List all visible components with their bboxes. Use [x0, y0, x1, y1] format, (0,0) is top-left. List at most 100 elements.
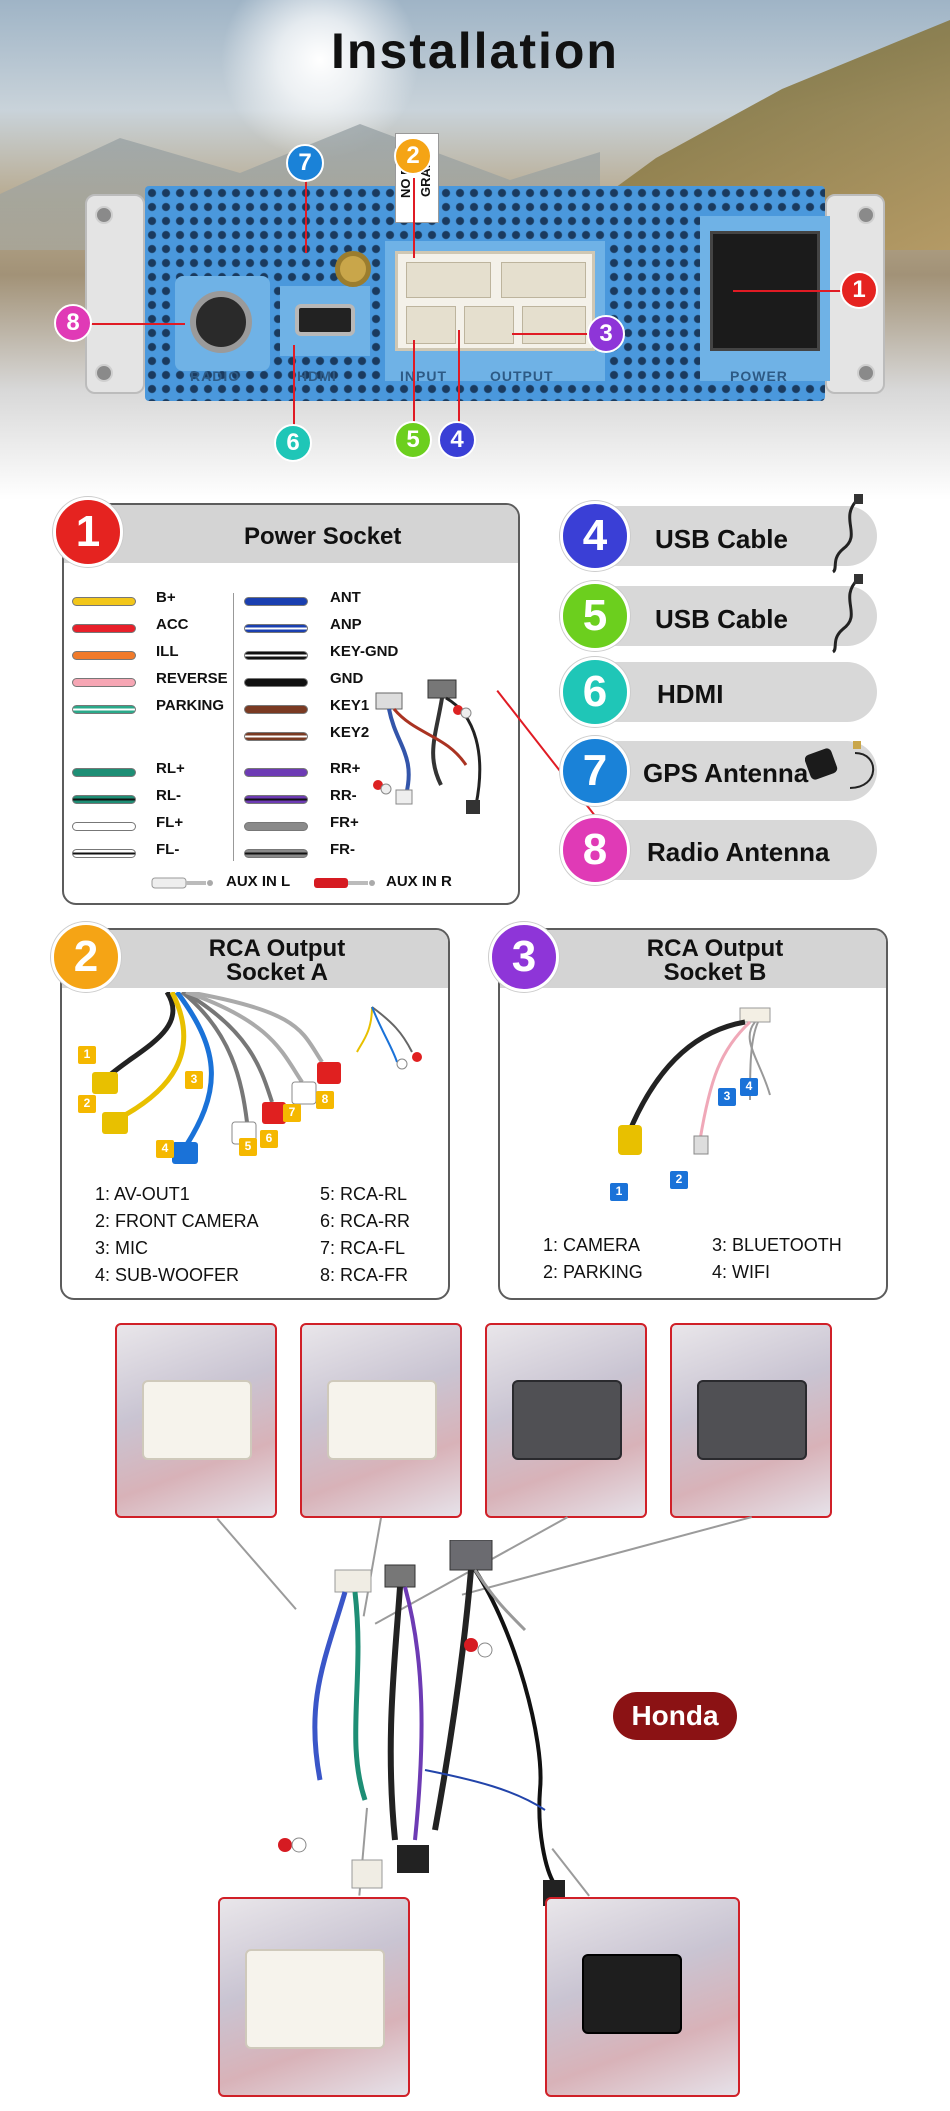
power-socket-badge: 1: [53, 497, 123, 567]
cable-label: HDMI: [657, 679, 724, 709]
wire-acc: [72, 624, 136, 633]
wire-label: KEY2: [330, 724, 370, 741]
wire-label: KEY-GND: [330, 643, 399, 660]
cable-label: GPS Antenna: [643, 758, 809, 788]
card-header: [64, 505, 518, 563]
screw-icon: [95, 364, 113, 382]
tag-label: 5: [239, 1138, 257, 1156]
tag-label: 2: [670, 1171, 688, 1189]
wire-label: RL+: [156, 760, 185, 777]
callout-line-1: [733, 290, 843, 292]
wire-label: ANT: [330, 589, 361, 606]
wire-fr-minus: [244, 849, 308, 858]
aux-in-l-label: AUX IN L: [226, 873, 291, 890]
hdmi-port: [295, 304, 355, 336]
legend-item: 7: RCA-FL: [320, 1238, 406, 1258]
wire-fl-minus: [72, 849, 136, 858]
wire-label: FR-: [330, 841, 355, 858]
rca-b-harness-illustration: [618, 1007, 771, 1155]
cable-item-gps: 7 GPS Antenna: [560, 736, 877, 806]
tag-label: 1: [610, 1183, 628, 1201]
cable-badge: 6: [560, 657, 630, 727]
wire-ant: [244, 597, 308, 606]
wire-label: ILL: [156, 643, 179, 660]
wire-rr-minus: [244, 795, 308, 804]
card-header: [62, 930, 448, 988]
callout-badge-6: 6: [274, 424, 312, 462]
wire-anp: [244, 624, 308, 633]
screw-icon: [857, 206, 875, 224]
tag-label: 8: [316, 1091, 334, 1109]
head-unit-rear-panel: RADIO HDMI INPUT OUTPUT POWER NO FR GRAN: [85, 133, 885, 408]
callout-badge-3: 3: [587, 315, 625, 353]
page-title: Installation: [331, 23, 619, 79]
callout-line-5: [413, 340, 415, 422]
brand-badge: Honda: [613, 1692, 737, 1740]
wire-fr-plus: [244, 822, 308, 831]
connector-photo-bottom-black: [545, 1897, 740, 2097]
wire-gnd: [244, 678, 308, 687]
rca-output-socket-a-card: RCA Output Socket A 1 2 3 4 5 6 7 8 1: A…: [60, 928, 450, 1300]
legend-item: 6: RCA-RR: [320, 1211, 411, 1231]
rca-plug-red-icon: [314, 878, 375, 888]
port-label-power: POWER: [730, 368, 788, 384]
wire-label: REVERSE: [156, 670, 228, 687]
rca-plug-white-icon: [151, 877, 213, 889]
sun-glow: [220, 0, 420, 160]
callout-badge-8: 8: [54, 304, 92, 342]
tag-label: 1: [78, 1046, 96, 1064]
callout-line-6: [293, 345, 295, 425]
cable-badge: 7: [560, 736, 630, 806]
card-title-line2: Socket B: [663, 959, 767, 986]
card-title: Power Socket: [244, 523, 402, 550]
main-wiring-harness-illustration: [278, 1540, 565, 1906]
wire-label: ACC: [156, 616, 189, 633]
port-label-hdmi: HDMI: [297, 368, 337, 384]
tag-label: 3: [185, 1071, 203, 1089]
port-label-input: INPUT: [400, 368, 447, 384]
aux-in-r-label: AUX IN R: [386, 873, 452, 890]
wire-label: RR+: [330, 760, 361, 777]
legend-item: 5: RCA-RL: [320, 1184, 408, 1204]
tag-label: 6: [260, 1130, 278, 1148]
wire-label: KEY1: [330, 697, 370, 714]
port-label-radio: RADIO: [190, 368, 241, 384]
wire-label: FR+: [330, 814, 359, 831]
connector-photo-grey-b: [670, 1323, 832, 1518]
wire-rr-plus: [244, 768, 308, 777]
callout-line-7: [305, 175, 307, 253]
wire-label: FL+: [156, 814, 184, 831]
legend-right: 3: BLUETOOTH 4: WIFI: [712, 1232, 842, 1286]
callout-badge-7: 7: [286, 144, 324, 182]
cable-item-hdmi: 6 HDMI: [560, 657, 877, 727]
wire-ill: [72, 651, 136, 660]
connector-photo-bottom-white: [218, 1897, 410, 2097]
connector-photo-white-a: [115, 1323, 277, 1518]
callout-badge-4: 4: [438, 421, 476, 459]
cable-item-usb-4: 4 USB Cable: [560, 494, 877, 574]
wire-parking: [72, 705, 136, 714]
wire-label: RR-: [330, 787, 357, 804]
wire-fl-plus: [72, 822, 136, 831]
tag-label: 3: [718, 1088, 736, 1106]
tag-label: 4: [156, 1140, 174, 1158]
tag-label: 7: [283, 1104, 301, 1122]
legend-item: 2: PARKING: [543, 1262, 643, 1282]
harness-icon: [373, 679, 482, 814]
legend-right: 5: RCA-RL 6: RCA-RR 7: RCA-FL 8: RCA-FR: [320, 1181, 410, 1289]
rca-b-badge: 3: [489, 922, 559, 992]
rca-a-badge: 2: [51, 922, 121, 992]
blue-vented-panel: RADIO HDMI INPUT OUTPUT POWER: [145, 186, 830, 401]
cable-label: Radio Antenna: [647, 837, 830, 867]
legend-item: 3: BLUETOOTH: [712, 1235, 842, 1255]
power-socket-card: Power Socket B+ ACC ILL REVERSE PARKING …: [62, 503, 520, 905]
cable-badge: 5: [560, 581, 630, 651]
card-header: [500, 930, 886, 988]
radio-antenna-port: [190, 291, 252, 353]
card-title-line2: Socket A: [226, 959, 328, 986]
cable-label: USB Cable: [655, 604, 788, 634]
wire-rl-plus: [72, 768, 136, 777]
wire-label: ANP: [330, 616, 362, 633]
cable-item-usb-5: 5 USB Cable: [560, 574, 877, 654]
rca-output-socket-b-card: RCA Output Socket B 1 2 3 4 1: CAMERA 2:…: [498, 928, 888, 1300]
